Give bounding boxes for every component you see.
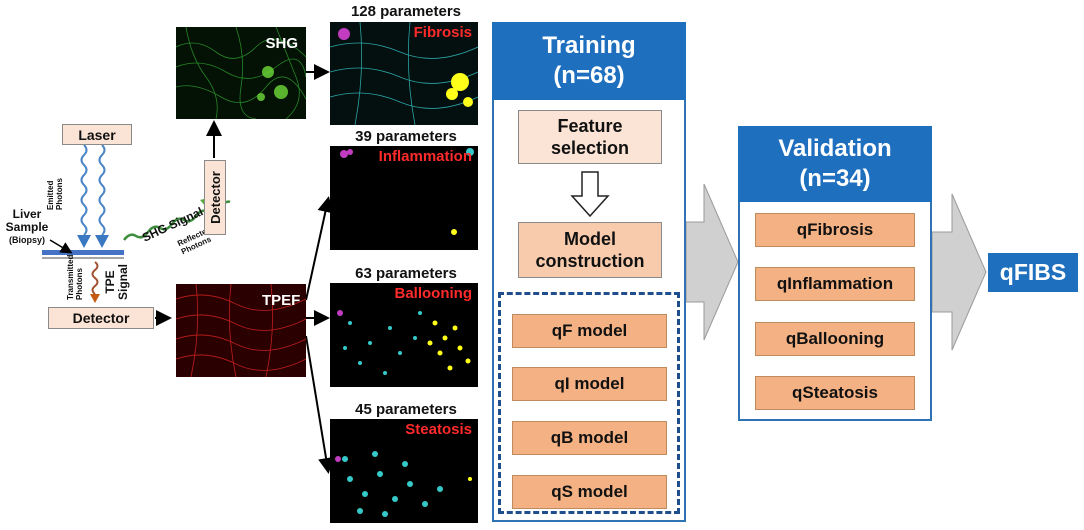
ballooning-texture	[337, 310, 471, 375]
qb-model-box: qB model	[512, 421, 667, 455]
down-arrow-icon	[570, 171, 610, 218]
qinflammation-label: qInflammation	[776, 274, 894, 293]
liver-label-line1: Liver	[12, 207, 42, 221]
laser-beam-right-arrowhead	[95, 235, 109, 248]
instrument-schematic	[42, 64, 330, 474]
fibrosis-texture	[330, 22, 478, 125]
model-construction-box: Model construction	[518, 222, 662, 278]
qfibs-result-box: qFIBS	[988, 253, 1078, 292]
feature-selection-box: Feature selection	[518, 110, 662, 164]
laser-beam-left-arrowhead	[77, 235, 91, 248]
laser-beam-left	[80, 144, 88, 236]
validation-n: (n=34)	[799, 165, 871, 192]
training-to-validation-arrow	[686, 183, 739, 341]
shg-image-label: SHG	[265, 35, 298, 52]
steatosis-texture	[335, 451, 472, 517]
feature-selection-label: Feature selection	[550, 116, 630, 158]
tpef-image-label: TPEF	[262, 292, 301, 309]
inflammation-panel-label: Inflammation	[378, 148, 472, 165]
liver-label-line3: (Biopsy)	[9, 235, 45, 245]
inflammation-panel-image: Inflammation	[330, 146, 478, 250]
detector-top-label: Detector	[207, 171, 223, 224]
qinflammation-box: qInflammation	[755, 267, 915, 301]
qf-model-box: qF model	[512, 314, 667, 348]
training-header: Training (n=68)	[492, 22, 686, 100]
laser-box: Laser	[62, 124, 132, 145]
fibrosis-parameters-label: 128 parameters	[350, 3, 462, 20]
qballooning-label: qBallooning	[785, 329, 885, 348]
fibrosis-panel-image: Fibrosis	[330, 22, 478, 125]
qsteatosis-label: qSteatosis	[792, 383, 878, 402]
steatosis-panel-label: Steatosis	[405, 421, 472, 438]
qfibs-label: qFIBS	[999, 259, 1067, 285]
validation-to-result-arrow	[932, 193, 987, 351]
tpe-signal-label: TPE Signal	[103, 263, 130, 300]
shg-texture	[176, 27, 306, 119]
qfibrosis-box: qFibrosis	[755, 213, 915, 247]
inflammation-parameters-label: 39 parameters	[355, 128, 457, 145]
inflammation-texture	[340, 148, 474, 235]
model-construction-label: Model construction	[535, 229, 645, 271]
qs-model-box: qS model	[512, 475, 667, 509]
steatosis-parameters-label: 45 parameters	[355, 401, 457, 418]
qi-model-box: qI model	[512, 367, 667, 401]
liver-sample-label: Liver Sample (Biopsy)	[2, 208, 52, 247]
steatosis-panel-image: Steatosis	[330, 419, 478, 523]
emitted-photons-label: Emitted Photons	[46, 178, 64, 210]
tpe-signal-arrowhead	[90, 294, 100, 303]
validation-header: Validation (n=34)	[738, 126, 932, 202]
qi-model-label: qI model	[554, 374, 625, 393]
detector-bottom-box: Detector	[48, 307, 154, 329]
qfibrosis-label: qFibrosis	[796, 220, 874, 239]
qb-model-label: qB model	[550, 428, 629, 447]
qs-model-label: qS model	[551, 482, 628, 501]
fibrosis-panel-label: Fibrosis	[413, 24, 472, 41]
models-dashed-container	[498, 292, 680, 514]
ballooning-panel-label: Ballooning	[394, 285, 473, 302]
tpef-texture	[176, 284, 306, 377]
detector-bottom-label: Detector	[72, 310, 130, 326]
laser-label: Laser	[78, 126, 116, 143]
shg-image: SHG	[176, 27, 306, 119]
qsteatosis-box: qSteatosis	[755, 376, 915, 410]
tpe-signal-wave	[91, 261, 99, 295]
laser-beam-right	[98, 144, 106, 236]
ballooning-parameters-label: 63 parameters	[355, 265, 457, 282]
training-n: (n=68)	[553, 62, 625, 89]
validation-title: Validation	[778, 135, 892, 162]
qballooning-box: qBallooning	[755, 322, 915, 356]
tpef-image: TPEF	[176, 284, 306, 377]
transmitted-photons-label: Transmitted Photons	[66, 254, 84, 300]
qf-model-label: qF model	[551, 321, 628, 340]
sample-slide	[42, 250, 124, 255]
liver-label-line2: Sample	[5, 220, 49, 234]
detector-top-box: Detector	[204, 160, 226, 235]
ballooning-panel-image: Ballooning	[330, 283, 478, 387]
training-title: Training	[542, 32, 636, 59]
